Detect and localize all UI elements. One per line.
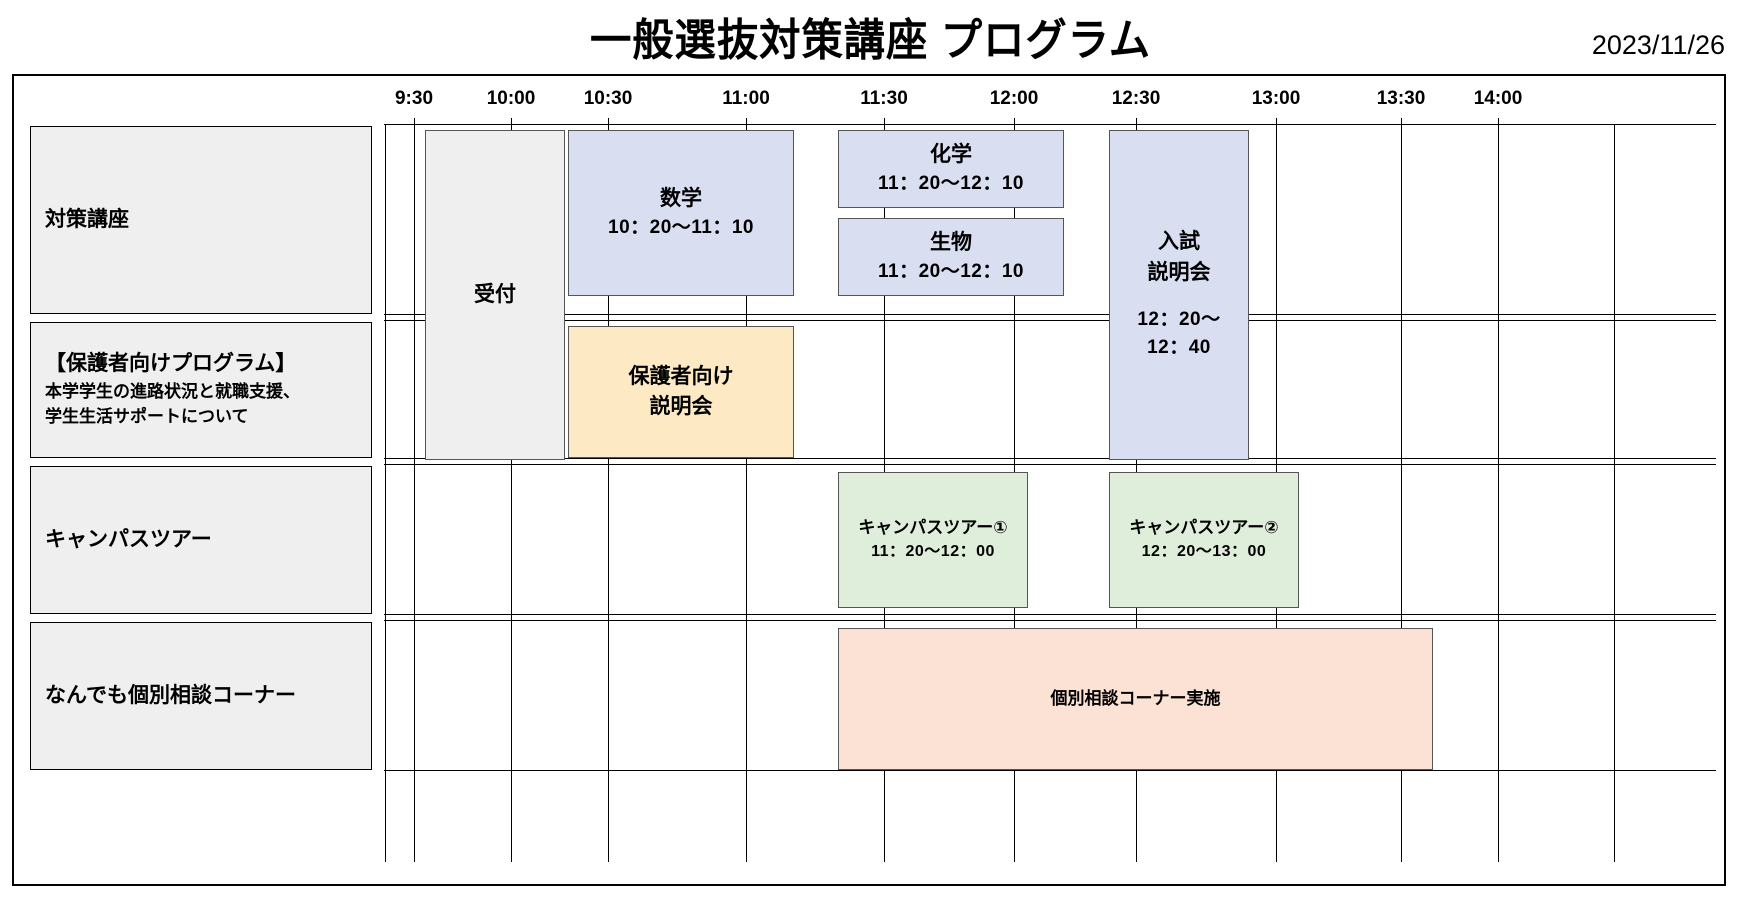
event-block-consultation[interactable]: 個別相談コーナー実施 <box>838 628 1433 770</box>
axis-tickmark-0 <box>414 118 415 124</box>
event-title: 化学 <box>930 142 972 166</box>
row-separator-2 <box>384 458 1716 459</box>
row-label-taisaku-kouza: 対策講座 <box>30 126 372 314</box>
grid-line-1000 <box>511 124 512 862</box>
row-separator-4 <box>384 770 1716 771</box>
row-label-text: 対策講座 <box>45 207 129 231</box>
row-label-text: 【保護者向けプログラム】 <box>45 352 297 376</box>
axis-tickmark-5 <box>1014 118 1015 124</box>
axis-tickmark-2 <box>608 118 609 124</box>
event-title: キャンパスツアー① <box>858 517 1008 537</box>
event-block-reception[interactable]: 受付 <box>425 130 565 460</box>
event-title: キャンパスツアー② <box>1129 517 1279 537</box>
row-label-subtext-2: 学生生活サポートについて <box>45 407 249 427</box>
axis-tickmark-7 <box>1276 118 1277 124</box>
axis-tick-2: 10:30 <box>583 88 633 109</box>
grid-line-start <box>385 124 386 862</box>
event-block-exam-info[interactable]: 入試 説明会 12：20〜 12：40 <box>1109 130 1249 460</box>
page-title: 一般選抜対策講座 プログラム <box>589 16 1152 65</box>
row-label-text: なんでも個別相談コーナー <box>45 683 296 707</box>
event-title-2: 説明会 <box>1147 260 1211 284</box>
event-title: 数学 <box>660 186 702 210</box>
event-block-campus-tour-2[interactable]: キャンパスツアー② 12：20〜13：00 <box>1109 472 1299 608</box>
grid-line-1400 <box>1498 124 1499 862</box>
row-separator-1b <box>384 320 1716 321</box>
axis-tickmark-6 <box>1136 118 1137 124</box>
document-date: 2023/11/26 <box>1591 30 1725 60</box>
grid-line-1330 <box>1401 124 1402 862</box>
grid-line-1030 <box>608 124 609 862</box>
row-separator-2b <box>384 464 1716 465</box>
row-separator-1 <box>384 314 1716 315</box>
axis-tick-8: 13:30 <box>1376 88 1426 109</box>
axis-tick-5: 12:00 <box>989 88 1039 109</box>
event-title: 生物 <box>930 230 972 254</box>
event-time-2: 12：40 <box>1147 337 1211 359</box>
axis-tickmark-3 <box>746 118 747 124</box>
event-time: 12：20〜13：00 <box>1141 543 1267 561</box>
event-title: 保護者向け <box>628 364 734 388</box>
axis-tickmark-8 <box>1401 118 1402 124</box>
event-block-campus-tour-1[interactable]: キャンパスツアー① 11：20〜12：00 <box>838 472 1028 608</box>
event-title-2: 説明会 <box>649 395 713 418</box>
axis-tickmark-9 <box>1498 118 1499 124</box>
row-label-campus-tour: キャンパスツアー <box>30 466 372 614</box>
axis-tick-4: 11:30 <box>860 88 908 109</box>
event-time: 12：20〜 <box>1137 308 1221 330</box>
axis-tick-9: 14:00 <box>1473 88 1523 109</box>
axis-tickmark-4 <box>884 118 885 124</box>
event-time: 10：20〜11：10 <box>608 216 754 238</box>
event-block-guardian-briefing[interactable]: 保護者向け 説明会 <box>568 326 794 458</box>
event-title: 入試 <box>1158 230 1200 254</box>
page-header: 一般選抜対策講座 プログラム 2023/11/26 <box>0 0 1741 72</box>
axis-tickmark-1 <box>511 118 512 124</box>
grid-line-0930 <box>414 124 415 862</box>
axis-tick-0: 9:30 <box>394 88 434 109</box>
event-block-chemistry[interactable]: 化学 11：20〜12：10 <box>838 130 1064 208</box>
event-title: 個別相談コーナー実施 <box>1050 688 1221 708</box>
row-separator-3b <box>384 620 1716 621</box>
row-label-hogosha-program: 【保護者向けプログラム】 本学学生の進路状況と就職支援、 学生生活サポートについ… <box>30 322 372 458</box>
event-time: 11：20〜12：10 <box>878 260 1024 282</box>
grid-line-end <box>1614 124 1615 862</box>
time-axis: 9:30 10:00 10:30 11:00 11:30 12:00 12:30… <box>14 76 1724 124</box>
event-time: 11：20〜12：10 <box>878 172 1024 194</box>
row-label-soudan-corner: なんでも個別相談コーナー <box>30 622 372 770</box>
grid-line-1100 <box>746 124 747 862</box>
axis-tick-3: 11:00 <box>722 88 770 109</box>
axis-tick-1: 10:00 <box>486 88 536 109</box>
event-block-biology[interactable]: 生物 11：20〜12：10 <box>838 218 1064 296</box>
row-label-subtext-1: 本学学生の進路状況と就職支援、 <box>45 381 300 401</box>
row-label-text: キャンパスツアー <box>45 527 212 551</box>
axis-tick-6: 12:30 <box>1111 88 1161 109</box>
event-block-math[interactable]: 数学 10：20〜11：10 <box>568 130 794 296</box>
schedule-frame: 9:30 10:00 10:30 11:00 11:30 12:00 12:30… <box>12 74 1726 886</box>
row-separator-top <box>384 124 1716 125</box>
event-title: 受付 <box>474 282 516 306</box>
event-time: 11：20〜12：00 <box>871 543 995 561</box>
axis-tick-7: 13:00 <box>1251 88 1301 109</box>
schedule-body: 対策講座 【保護者向けプログラム】 本学学生の進路状況と就職支援、 学生生活サポ… <box>14 124 1724 884</box>
row-separator-3 <box>384 614 1716 615</box>
